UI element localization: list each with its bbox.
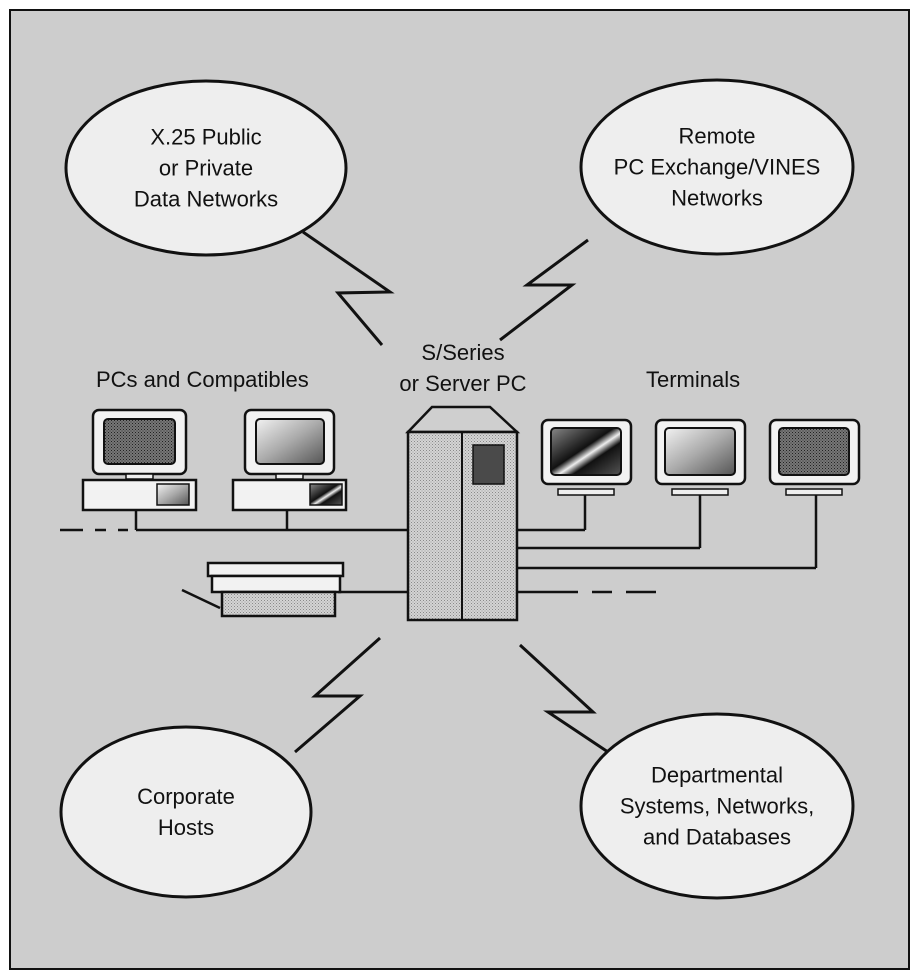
pc-2 [231, 408, 348, 512]
terminals-label: Terminals [646, 367, 741, 392]
cloud-departmental [579, 712, 855, 900]
cloud-remote-line: Networks [671, 185, 763, 211]
server-label-line1: S/Series [421, 340, 505, 365]
cloud-corporate-line: Corporate [137, 784, 235, 809]
cloud-x25 [64, 79, 348, 257]
printer [206, 561, 345, 618]
cloud-x25-line: X.25 Public [150, 124, 262, 150]
link-remote [499, 238, 589, 342]
cloud-departmental-label: Departmental Systems, Networks, and Data… [620, 760, 814, 853]
cloud-remote-line: Remote [678, 123, 756, 149]
network-wiring [60, 495, 818, 610]
cloud-x25-label: X.25 Public or Private Data Networks [134, 122, 278, 215]
cloud-departmental-line: and Databases [643, 824, 791, 850]
link-departmental [518, 643, 621, 762]
server-label-line2: or Server PC [399, 371, 527, 396]
terminal-1 [540, 418, 633, 496]
cloud-remote [579, 78, 855, 256]
cloud-departmental-line: Systems, Networks, [619, 793, 815, 819]
server-label: S/Series or Server PC [399, 337, 526, 399]
cloud-remote-label: Remote PC Exchange/VINES Networks [614, 121, 821, 214]
link-corporate [294, 636, 381, 754]
server-tower [405, 405, 521, 622]
cloud-corporate-line: Hosts [157, 815, 215, 840]
link-x25 [302, 230, 395, 346]
cloud-corporate [59, 725, 313, 899]
cloud-departmental-line: Departmental [650, 762, 784, 788]
terminal-2 [654, 418, 747, 496]
cloud-corporate-label: Corporate Hosts [137, 781, 235, 843]
pc-1 [81, 408, 198, 512]
cloud-x25-line: Data Networks [133, 186, 279, 212]
cloud-remote-line: PC Exchange/VINES [613, 154, 821, 180]
cloud-x25-line: or Private [158, 155, 254, 181]
pcs-label: PCs and Compatibles [96, 367, 309, 392]
terminal-3 [768, 418, 861, 496]
